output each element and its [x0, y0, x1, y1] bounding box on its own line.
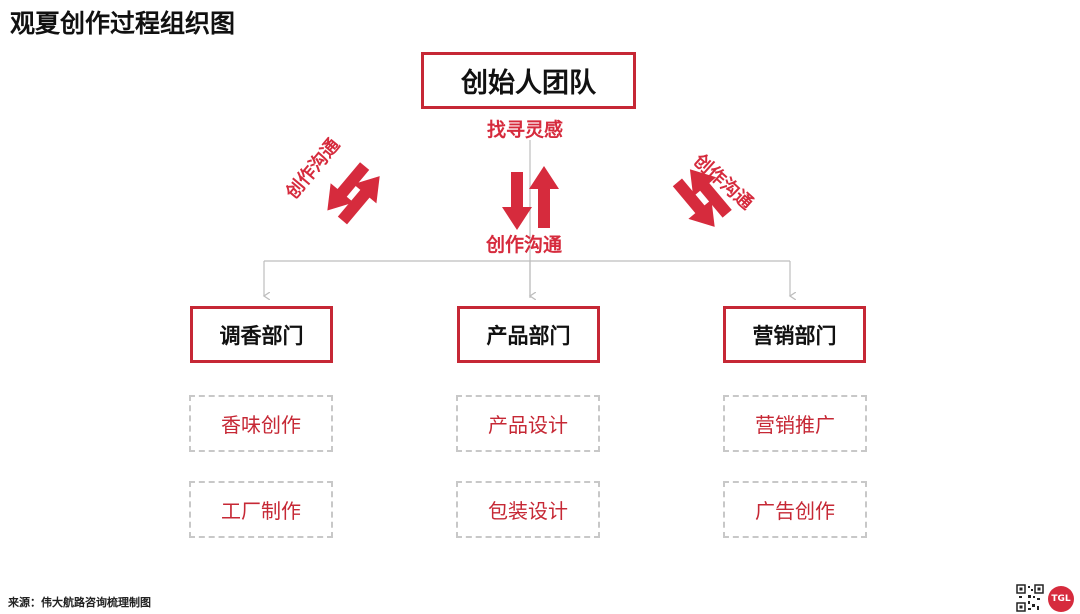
dept-marketing-box: 营销部门	[723, 306, 866, 363]
task-box: 工厂制作	[189, 481, 333, 538]
founder-team-box: 创始人团队	[421, 52, 636, 109]
task-label: 营销推广	[755, 413, 835, 437]
task-label: 广告创作	[755, 499, 835, 523]
dept-product-label: 产品部门	[486, 323, 571, 348]
task-box: 广告创作	[723, 481, 867, 538]
inspiration-label: 找寻灵感	[487, 119, 564, 141]
center-down-arrow	[502, 172, 532, 230]
left-comm-arrows	[327, 162, 380, 225]
page-title: 观夏创作过程组织图	[10, 9, 236, 38]
center-comm-label: 创作沟通	[486, 234, 563, 256]
task-box: 营销推广	[723, 395, 867, 452]
dept-fragrance-box: 调香部门	[190, 306, 333, 363]
task-label: 工厂制作	[221, 499, 301, 523]
source-note: 来源：伟大航路咨询梳理制图	[8, 596, 151, 609]
dept-fragrance-label: 调香部门	[219, 323, 304, 348]
founder-team-label: 创始人团队	[461, 68, 596, 99]
dept-product-box: 产品部门	[457, 306, 600, 363]
task-label: 香味创作	[221, 413, 301, 437]
brand-logo: TGL	[1048, 586, 1074, 612]
task-box: 香味创作	[189, 395, 333, 452]
dept-marketing-label: 营销部门	[752, 323, 837, 348]
task-box: 包装设计	[456, 481, 600, 538]
qr-code-icon	[1016, 584, 1044, 612]
task-label: 包装设计	[488, 499, 568, 523]
task-label: 产品设计	[488, 413, 568, 437]
right-comm-arrows	[672, 169, 732, 227]
task-box: 产品设计	[456, 395, 600, 452]
center-up-arrow	[529, 166, 559, 228]
